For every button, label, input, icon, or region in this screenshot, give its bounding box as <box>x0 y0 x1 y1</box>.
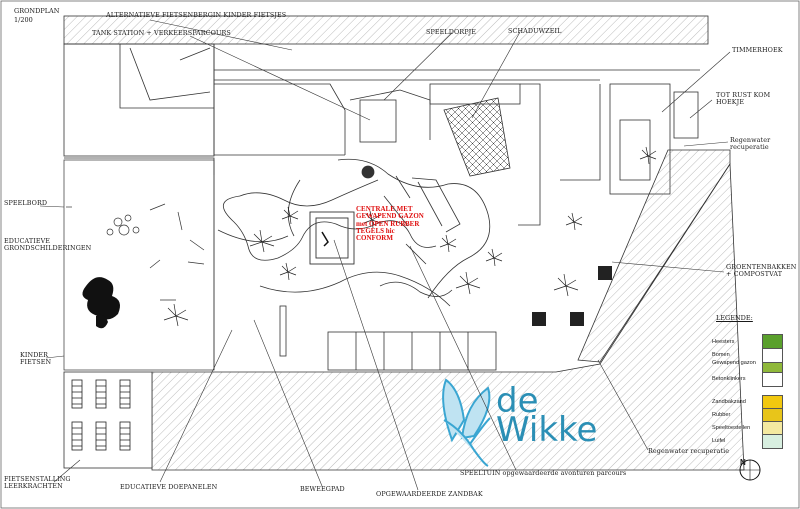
bottom-hatched-area <box>151 162 745 471</box>
legend-swatch-trees <box>762 348 783 363</box>
label-rainwater-bottom: Regenwater recuperatie <box>648 447 730 455</box>
label-tank-station: TANK STATION + VERKEERSPARCOURS <box>92 29 231 37</box>
logo-wikke: Wikke <box>496 410 598 450</box>
label-kids-bikes: KINDER FIETSEN <box>20 351 52 367</box>
legend-label-trees: Bomen <box>712 352 730 358</box>
label-rest-corner: TOT RUST KOM HOEKJE <box>716 91 771 107</box>
logo-de: de <box>496 381 539 421</box>
legend-label-sand: Zandbakzand <box>712 399 746 405</box>
label-carpentry: TIMMERHOEK <box>732 46 783 54</box>
bike-racks <box>63 371 153 469</box>
leader-lines <box>39 19 731 491</box>
label-play-board: SPEELBORD <box>4 199 48 207</box>
upper-buildings <box>63 43 700 226</box>
left-play-area <box>63 159 215 371</box>
compass-north-label: N <box>740 458 746 467</box>
sandbox-shape <box>309 211 355 265</box>
legend-swatch-canopy <box>762 434 783 449</box>
label-sandbox: OPGEWAARDEERDE ZANDBAK <box>376 490 483 498</box>
label-playground: SPEELTUIN opgewaardeerde avonturen parco… <box>460 469 627 477</box>
trees <box>163 146 657 327</box>
plan-scale: 1/200 <box>14 15 33 24</box>
label-vegetable-bins: GROENTENBAKKEN + COMPOSTVAT <box>726 263 797 279</box>
label-teacher-bike-storage: FIETSENSTALLING LEERKRACHTEN <box>4 475 71 491</box>
right-wall <box>577 149 731 363</box>
canopy-row <box>279 305 497 371</box>
vegetable-bins <box>532 266 612 326</box>
label-move-path: BEWEEGPAD <box>300 485 345 493</box>
label-door-panels: EDUCATIEVE DOEPANELEN <box>120 483 218 491</box>
label-play-village: SPEELDORPJE <box>426 28 477 36</box>
legend-swatch-shrubs <box>762 334 783 349</box>
logo-petals <box>442 378 491 467</box>
legend-label-canopy: Luifel <box>712 438 726 444</box>
label-kids-bike-storage: ALTERNATIEVE FIETSENBERGIN KINDER FIETSJ… <box>106 11 287 19</box>
ground-painting <box>82 277 120 329</box>
legend-label-rubber: Rubber <box>712 412 731 418</box>
label-ground-paintings: EDUCATIEVE GRONDSCHILDERINGEN <box>4 237 92 253</box>
legend-label-play-equipment: Speeltoestellen <box>712 425 751 431</box>
label-shade-sail: SCHADUWZEIL <box>508 27 562 35</box>
legend-swatch-pavers <box>762 372 783 387</box>
plan-title: GRONDPLAN 1/200 <box>14 7 59 25</box>
legend-label-lawn: Gewapend gazon <box>712 360 756 366</box>
legend-title: LEGENDE: <box>716 314 753 322</box>
legend-label-pavers: Betonklinkers <box>712 376 746 382</box>
shade-sail <box>443 97 511 177</box>
top-building-strip <box>63 15 709 45</box>
plan-title-text: GRONDPLAN <box>14 7 60 15</box>
legend-label-shrubs: Heesters <box>712 339 735 345</box>
label-rainwater-top: Regenwater recuperatie <box>730 136 771 152</box>
compass-rose <box>739 459 761 481</box>
climbing-structure <box>361 165 461 265</box>
center-note: CENTRALE MET GEWAPEND GAZON met OPEN RUB… <box>356 205 424 243</box>
